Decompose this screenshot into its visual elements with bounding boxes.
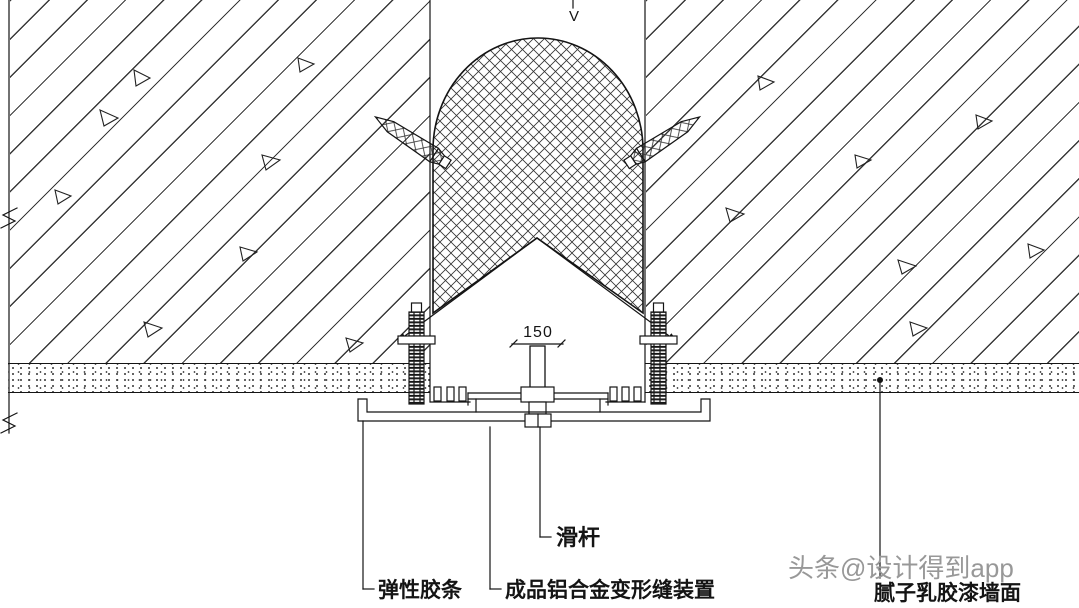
anchor-bolt-right [639,302,678,405]
leader-lines [362,377,883,590]
joint-filler-sealant [397,37,677,342]
fixing-screw-right [623,115,702,170]
plaster-band-left [8,363,430,393]
anchor-bolt-left [397,302,436,405]
v-mark-symbol: V [568,8,579,25]
wall-edge-line [0,0,18,434]
label-aluminum-device: 成品铝合金变形缝装置 [505,579,715,602]
label-wall-finish: 腻子乳胶漆墙面 [874,582,1021,605]
dimension-150-text: 150 [523,324,553,341]
chevron-backing-lines [397,237,677,342]
label-slide-rod: 滑杆 [556,525,601,550]
dimension-line-150 [509,339,566,348]
label-elastic-strip: 弹性胶条 [378,579,462,602]
aggregate-triangles [54,57,1046,353]
paint-leader-dot [877,377,883,383]
fixing-screw-left [373,115,452,170]
break-mark [0,412,18,434]
concrete-wall-left-hatch [10,0,430,364]
aluminum-joint-device [357,386,711,428]
slide-rod-shape [529,345,546,389]
break-mark [0,207,18,229]
watermark-text: 头条@设计得到app [788,553,1014,583]
plaster-band-right [645,363,1079,393]
concrete-wall-right-hatch [646,0,1079,364]
